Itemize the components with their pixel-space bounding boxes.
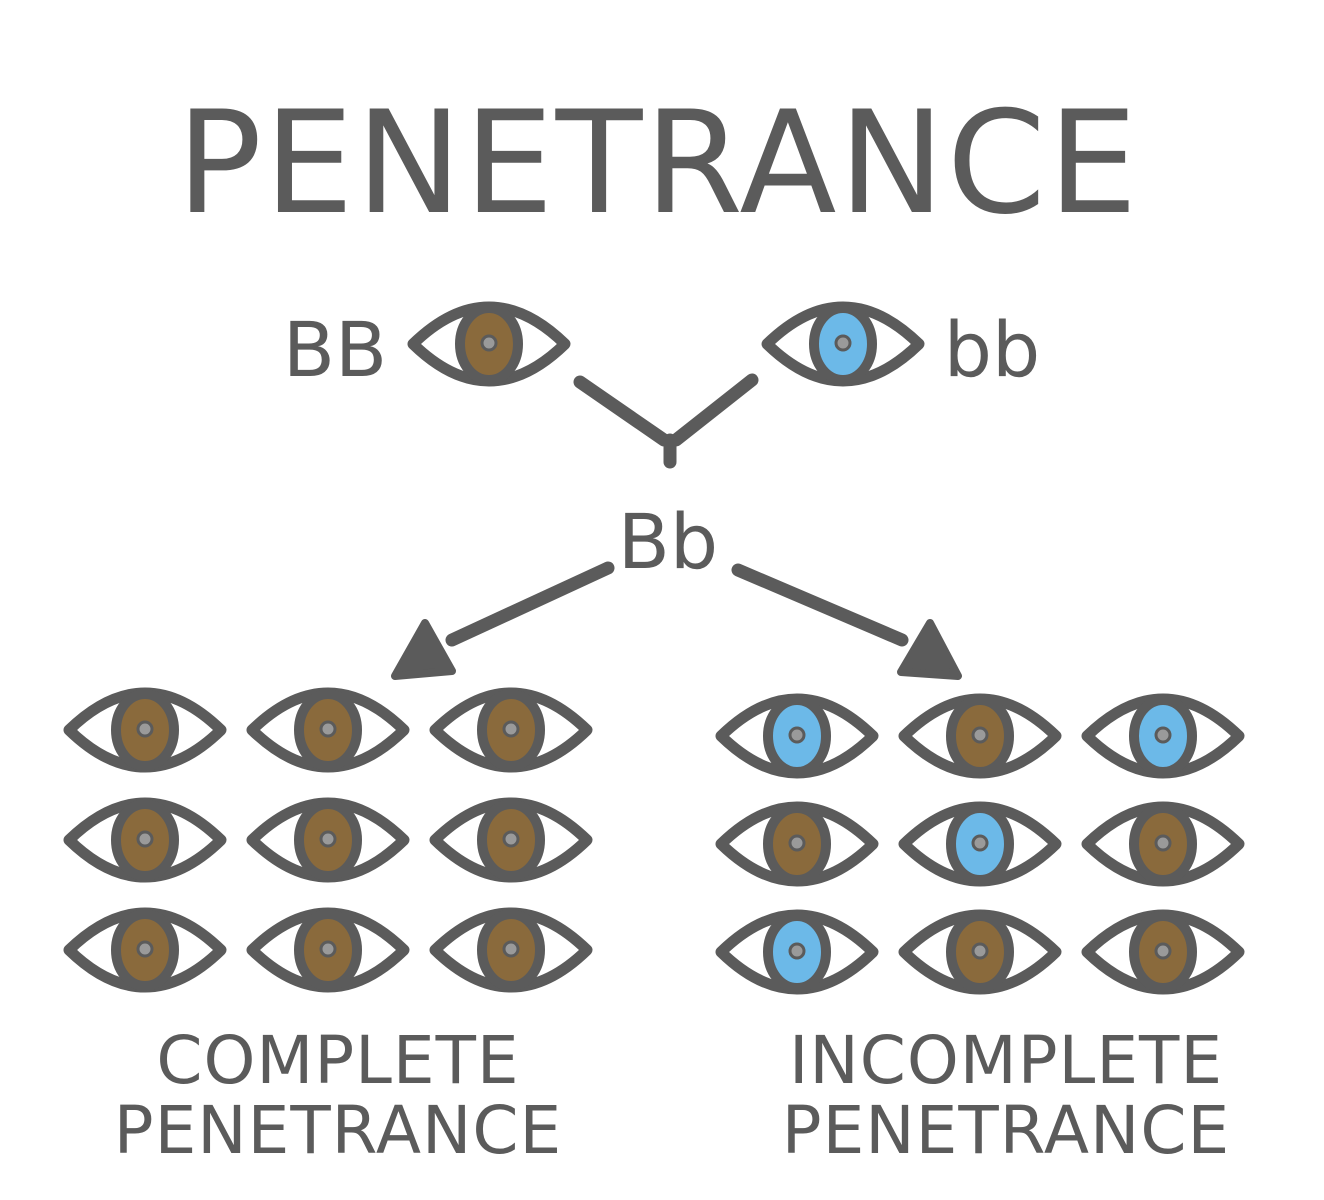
parent-left-eye-icon xyxy=(407,301,571,387)
incomplete-caption-line2: PENETRANCE xyxy=(782,1092,1230,1169)
offspring-genotype: Bb xyxy=(618,497,718,586)
complete-caption-line2: PENETRANCE xyxy=(114,1092,562,1169)
offspring-eye-icon xyxy=(429,687,593,773)
complete-caption-line1: COMPLETE xyxy=(156,1022,519,1099)
offspring-eye-icon xyxy=(1081,801,1245,887)
offspring-eye-icon xyxy=(63,687,227,773)
offspring-eye-icon xyxy=(715,801,879,887)
eye-icon xyxy=(761,301,925,387)
offspring-eye-icon xyxy=(715,909,879,995)
arrow-to-incomplete xyxy=(731,563,962,680)
offspring-eye-icon xyxy=(1081,909,1245,995)
complete-penetrance-grid xyxy=(63,687,593,993)
offspring-eye-icon xyxy=(63,907,227,993)
offspring-eye-icon xyxy=(1081,693,1245,779)
parent-right-genotype: bb xyxy=(944,305,1040,394)
cross-connector xyxy=(573,373,759,469)
offspring-eye-icon xyxy=(715,693,879,779)
offspring-eye-icon xyxy=(898,909,1062,995)
parent-right-eye-icon xyxy=(761,301,925,387)
eye-icon xyxy=(407,301,571,387)
offspring-eye-icon xyxy=(898,693,1062,779)
incomplete-penetrance-grid xyxy=(715,693,1245,995)
offspring-eye-icon xyxy=(429,797,593,883)
offspring-eye-icon xyxy=(246,907,410,993)
incomplete-caption-line1: INCOMPLETE xyxy=(789,1022,1223,1099)
title: PENETRANCE xyxy=(176,81,1139,246)
offspring-eye-icon xyxy=(246,687,410,773)
offspring-eye-icon xyxy=(63,797,227,883)
arrow-to-complete xyxy=(391,561,615,680)
offspring-eye-icon xyxy=(898,801,1062,887)
offspring-eye-icon xyxy=(246,797,410,883)
offspring-eye-icon xyxy=(429,907,593,993)
parent-left-genotype: BB xyxy=(283,305,387,394)
